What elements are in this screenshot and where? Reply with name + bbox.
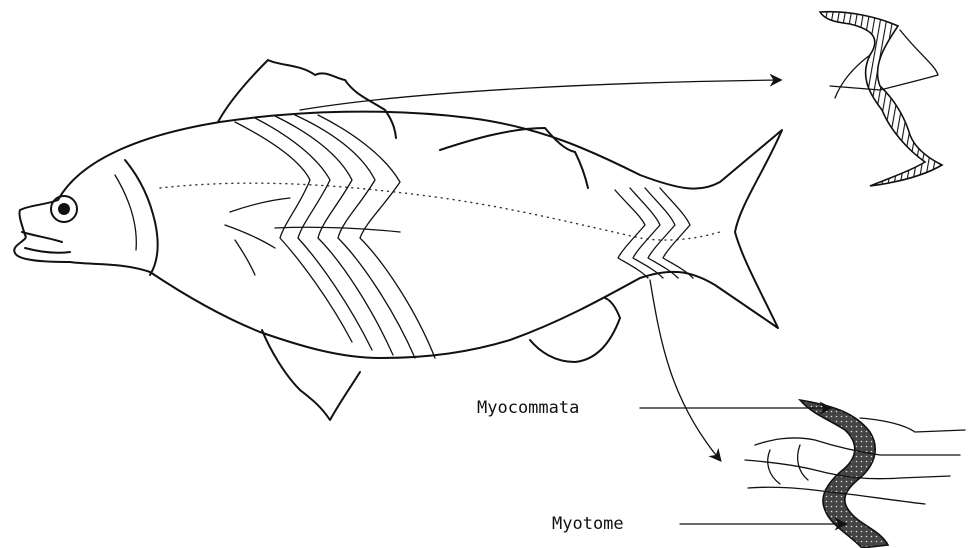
pelvic-fin <box>262 330 360 420</box>
arrow-to-upper-detail <box>300 80 780 110</box>
lateral-line <box>160 183 720 240</box>
myomere-bands-front <box>235 115 435 358</box>
gill-cover-inner <box>115 175 136 250</box>
gill-cover <box>125 160 158 275</box>
arrow-to-lower-detail <box>650 280 720 460</box>
upper-myomere-detail <box>820 12 942 186</box>
soft-dorsal-fin <box>440 128 588 188</box>
myomere-bands-tail <box>615 188 693 278</box>
myotome-label: Myotome <box>552 514 624 534</box>
lower-myomere-detail <box>745 400 965 548</box>
dorsal-fin <box>218 60 396 138</box>
myocommata-label: Myocommata <box>477 398 579 418</box>
mouth <box>22 232 70 253</box>
anal-fin <box>530 298 620 362</box>
horizontal-septum <box>275 227 400 232</box>
eye-pupil <box>58 203 70 215</box>
